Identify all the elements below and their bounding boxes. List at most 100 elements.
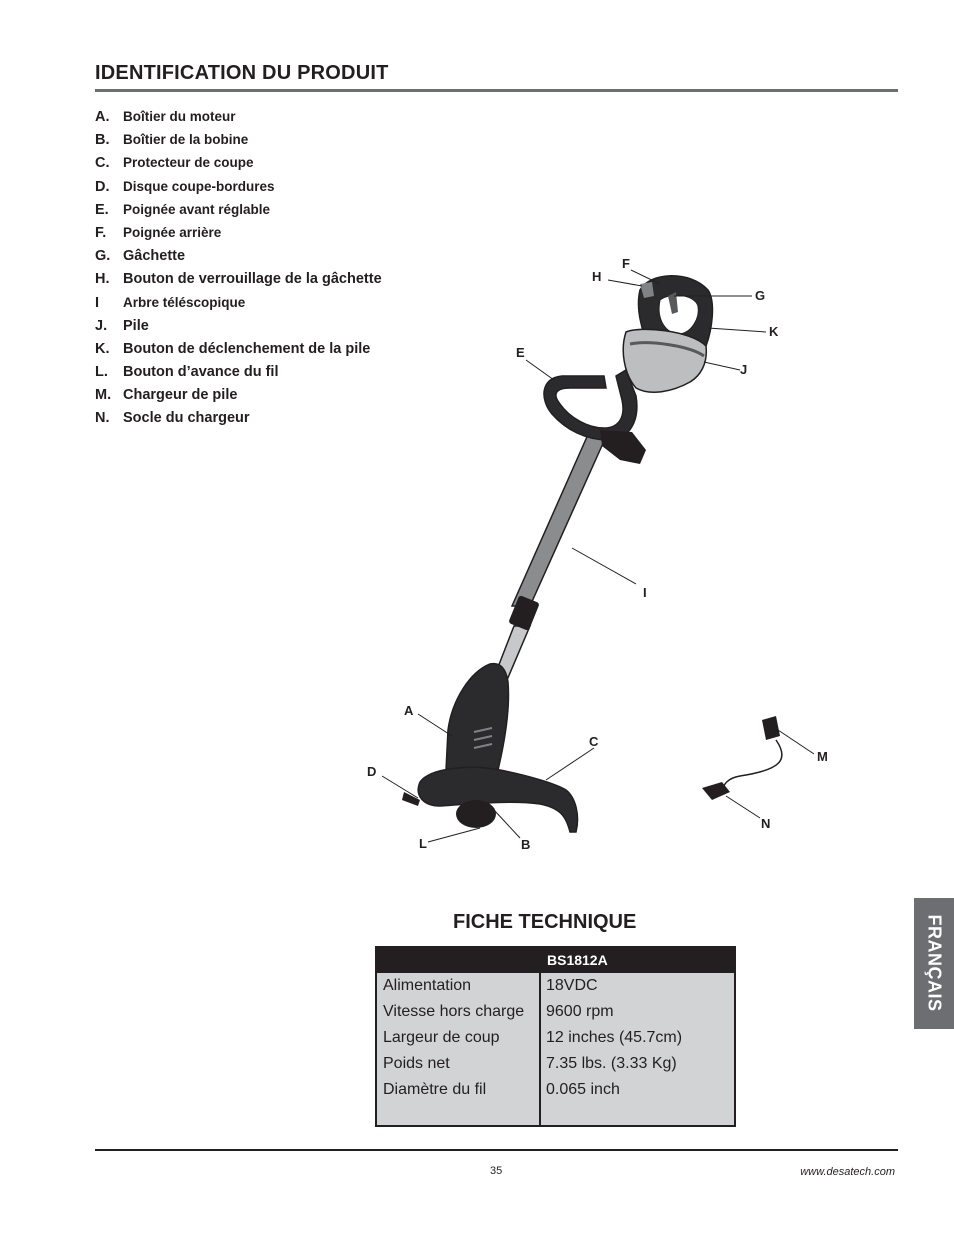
part-item-c: C. Protecteur de coupe <box>95 155 382 178</box>
spec-value: 0.065 inch <box>546 1081 620 1098</box>
part-item-d: D. Disque coupe-bordures <box>95 179 382 202</box>
battery-pack <box>622 328 708 394</box>
part-label: Bouton de verrouillage de la gâchette <box>123 271 382 288</box>
battery-band <box>629 341 705 358</box>
shaft-collar <box>509 595 539 631</box>
callout-l: L <box>419 836 427 851</box>
callout-g: G <box>755 288 765 303</box>
part-letter: D. <box>95 178 110 195</box>
footer-divider <box>95 1149 898 1151</box>
part-letter: G. <box>95 248 111 265</box>
spool-housing <box>456 800 496 828</box>
part-label: Pile <box>123 317 149 334</box>
part-item-n: N. Socle du chargeur <box>95 410 382 433</box>
part-letter: I <box>95 294 100 311</box>
callout-h: H <box>592 269 601 284</box>
part-letter: B. <box>95 132 110 149</box>
spec-value: 9600 rpm <box>546 1003 614 1020</box>
spec-label: Poids net <box>383 1055 450 1072</box>
charger-base <box>702 782 730 800</box>
part-label: Disque coupe-bordures <box>123 178 275 194</box>
callout-j: J <box>740 362 747 377</box>
charger-plug <box>762 716 780 740</box>
part-item-k: K. Bouton de déclenchement de la pile <box>95 341 382 364</box>
part-label: Boîtier du moteur <box>123 109 236 124</box>
callout-n: N <box>761 816 770 831</box>
callout-b: B <box>521 837 530 852</box>
part-item-i: I Arbre téléscopique <box>95 295 382 318</box>
part-letter: K. <box>95 340 110 357</box>
part-label: Arbre téléscopique <box>123 294 246 310</box>
spec-row: Poids net 7.35 lbs. (3.33 Kg) <box>377 1055 734 1081</box>
spec-row: Largeur de coup 12 inches (45.7cm) <box>377 1029 734 1055</box>
spec-label: Alimentation <box>383 977 472 994</box>
charger-cord <box>721 739 783 791</box>
edging-disc <box>402 792 420 806</box>
part-item-b: B. Boîtier de la bobine <box>95 132 382 155</box>
leader-lines <box>381 269 815 843</box>
title-divider <box>95 89 898 92</box>
spec-row: Alimentation 18VDC <box>377 977 734 1003</box>
website-link[interactable]: www.desatech.com <box>800 1166 895 1178</box>
callout-c: C <box>589 734 599 749</box>
page-number: 35 <box>490 1165 503 1177</box>
part-label: Poignée arrière <box>123 224 222 240</box>
motor-housing <box>445 662 510 771</box>
part-letter: N. <box>95 410 110 427</box>
part-letter: J. <box>95 317 108 334</box>
front-handle <box>543 368 638 441</box>
language-tab-label: FRANÇAIS <box>924 914 945 1012</box>
spec-header: BS1812A <box>377 948 734 973</box>
telescopic-shaft <box>510 429 611 607</box>
spec-value: 12 inches (45.7cm) <box>546 1029 683 1046</box>
part-letter: F. <box>95 224 107 241</box>
callout-k: K <box>769 324 779 339</box>
spec-title: FICHE TECHNIQUE <box>453 911 637 933</box>
part-letter: E. <box>95 201 109 218</box>
cutting-guard <box>417 766 579 833</box>
spec-table: BS1812A Alimentation 18VDC Vitesse hors … <box>375 946 736 1127</box>
spec-label: Largeur de coup <box>383 1029 500 1046</box>
part-item-a: A.Boîtier du moteur <box>95 109 382 132</box>
spec-column-divider <box>539 948 541 1125</box>
part-label: Protecteur de coupe <box>123 155 254 171</box>
callout-d: D <box>367 764 376 779</box>
part-label: Gâchette <box>123 248 186 265</box>
callout-m: M <box>817 749 828 764</box>
parts-list: A.Boîtier du moteur B. Boîtier de la bobi… <box>95 109 382 434</box>
handle-clamp <box>600 430 646 464</box>
spec-row: Vitesse hors charge 9600 rpm <box>377 1003 734 1029</box>
part-label: Chargeur de pile <box>123 387 238 404</box>
spec-value: 7.35 lbs. (3.33 Kg) <box>546 1055 677 1072</box>
part-label: Boîtier de la bobine <box>123 132 249 148</box>
spec-value: 18VDC <box>546 977 598 994</box>
part-label: Poignée avant réglable <box>123 201 271 217</box>
callout-e: E <box>516 345 525 360</box>
part-label: Socle du chargeur <box>123 410 250 427</box>
spec-row: Diamètre du fil 0.065 inch <box>377 1081 734 1107</box>
part-item-m: M. Chargeur de pile <box>95 387 382 410</box>
part-label: Bouton d’avance du fil <box>123 364 279 381</box>
language-tab: FRANÇAIS <box>914 898 954 1029</box>
spec-label: Vitesse hors charge <box>383 1003 525 1020</box>
lock-button <box>640 282 654 298</box>
page-title: IDENTIFICATION DU PRODUIT <box>95 62 389 84</box>
part-item-f: F. Poignée arrière <box>95 225 382 248</box>
callout-f: F <box>622 256 630 271</box>
callout-a: A <box>404 703 414 718</box>
part-item-e: E. Poignée avant réglable <box>95 202 382 225</box>
part-item-h: H. Bouton de verrouillage de la gâchette <box>95 271 382 294</box>
part-letter: L. <box>95 364 108 381</box>
part-item-j: J. Pile <box>95 318 382 341</box>
spec-label: Diamètre du fil <box>383 1081 487 1098</box>
part-letter: H. <box>95 271 110 288</box>
spec-model: BS1812A <box>547 952 608 968</box>
part-item-g: G. Gâchette <box>95 248 382 271</box>
callout-i: I <box>643 585 647 600</box>
part-letter: M. <box>95 387 112 404</box>
trimmer-diagram: A B C D E F G H I J K L M N <box>367 256 828 852</box>
motor-vents <box>473 727 493 749</box>
part-letter: C. <box>95 155 110 172</box>
part-item-l: L. Bouton d’avance du fil <box>95 364 382 387</box>
part-label: Bouton de déclenchement de la pile <box>123 340 371 357</box>
